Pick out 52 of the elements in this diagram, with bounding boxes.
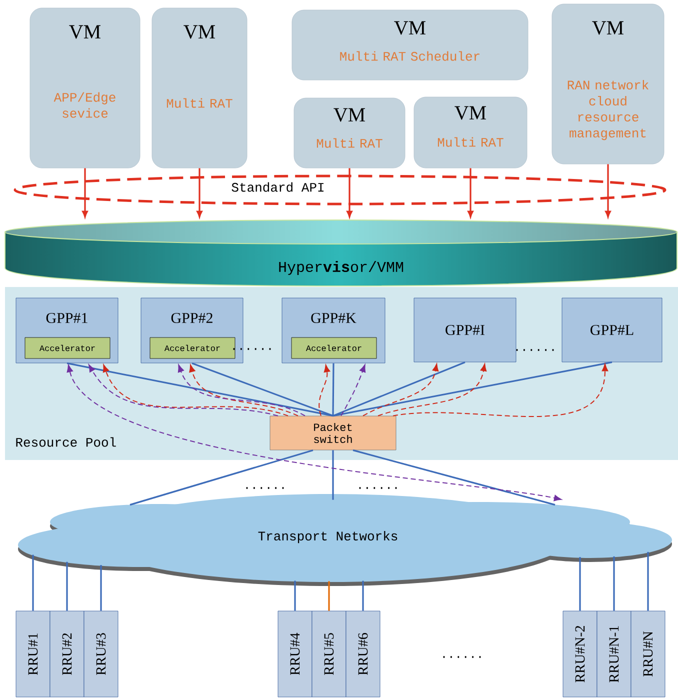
connector-line — [294, 580, 296, 611]
gpp-box: GPP#I — [414, 298, 516, 362]
connector-line — [66, 562, 68, 611]
connector-line — [332, 450, 334, 500]
arrow — [468, 168, 474, 218]
rru-box: RRU#3 — [84, 610, 118, 698]
network-cloud: Transport Networks — [18, 494, 672, 586]
hypervisor-disc: Hypervisor/VMM — [4, 220, 678, 286]
arrow — [346, 168, 352, 218]
connector-line — [613, 556, 615, 611]
connector-line — [332, 361, 466, 417]
dashed-arrow — [378, 364, 487, 416]
dashed-arrow — [392, 364, 608, 417]
vm-box: VM RAN network cloud resource management — [552, 4, 664, 164]
connector-line — [352, 449, 556, 506]
vm-box: VM Multi RAT Scheduler — [292, 10, 528, 80]
vm-box: VM Multi RAT — [152, 8, 248, 168]
connector-line — [192, 362, 334, 417]
dashed-arrow — [318, 364, 330, 416]
vm-box: VM APP/Edge sevice — [30, 8, 140, 168]
gpp-box: GPP#L — [562, 298, 662, 362]
dashed-arrow — [340, 364, 366, 416]
ellipsis: ...... — [443, 656, 481, 658]
ellipsis: ...... — [233, 348, 271, 350]
dashed-arrow — [362, 364, 439, 416]
connector-line — [332, 361, 612, 417]
connector-line — [579, 557, 581, 611]
arrow — [82, 168, 88, 218]
accelerator-box: Accelerator — [24, 337, 110, 359]
rru-box: RRU#2 — [50, 610, 84, 698]
connector-line — [332, 363, 334, 416]
rru-box: RRU#4 — [278, 610, 312, 698]
connector-line — [328, 581, 330, 611]
ellipsis: ...... — [359, 487, 397, 489]
arrow — [196, 168, 202, 218]
rru-box: RRU#6 — [346, 610, 380, 698]
connector-line — [362, 580, 364, 611]
accelerator-box: Accelerator — [291, 337, 377, 359]
connector-line — [66, 362, 334, 417]
accelerator-box: Accelerator — [150, 337, 236, 359]
vm-box: VM Multi RAT — [294, 98, 406, 168]
ellipsis: ...... — [516, 349, 554, 351]
connector-line — [100, 565, 102, 611]
rru-box: RRU#1 — [16, 610, 50, 698]
vm-box: VM Multi RAT — [414, 96, 528, 168]
rru-box: RRU#N-1 — [596, 610, 632, 698]
rru-box: RRU#N-2 — [562, 610, 598, 698]
arrow — [605, 164, 611, 218]
rru-box: RRU#5 — [312, 610, 346, 698]
rru-box: RRU#N — [630, 610, 666, 698]
switch-box: Packet switch — [270, 416, 396, 450]
dashed-arrow — [66, 364, 562, 502]
